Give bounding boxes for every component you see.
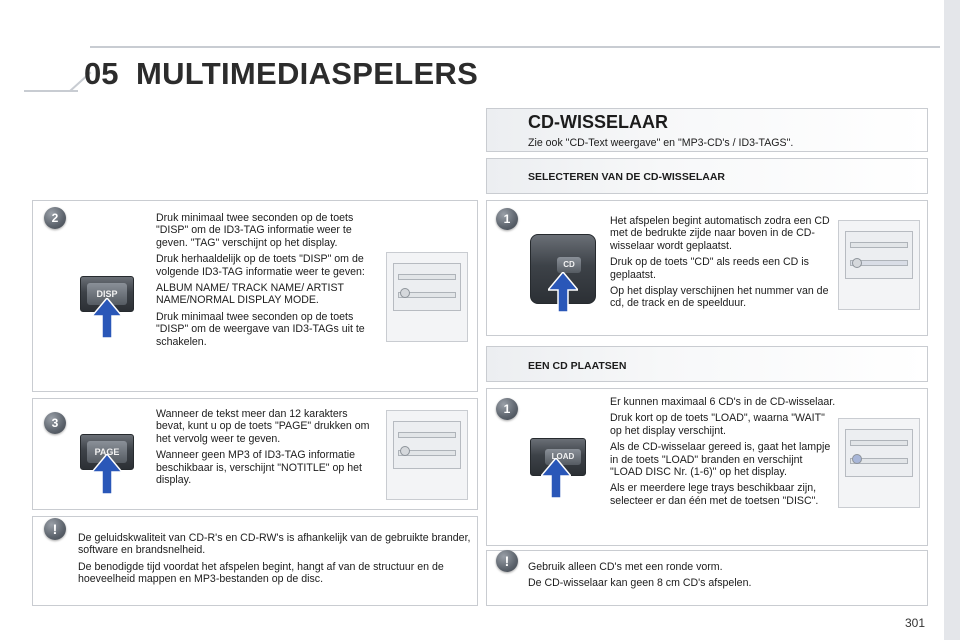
radio-button-row xyxy=(398,274,456,280)
disp-paragraph: Druk herhaaldelijk op de toets "DISP" om… xyxy=(156,253,365,278)
radio-button-row xyxy=(398,432,456,438)
left-note-paragraph: De geluidskwaliteit van CD-R's en CD-RW'… xyxy=(78,532,471,557)
page-text: Wanneer de tekst meer dan 12 karakters b… xyxy=(156,408,378,490)
disp-text: Druk minimaal twee seconden op de toets … xyxy=(156,212,374,352)
radio-thumbnail xyxy=(386,410,468,500)
page-edge-strip xyxy=(944,0,960,640)
cd-button-label: CD xyxy=(563,260,575,269)
disp-paragraph: Druk minimaal twee seconden op de toets … xyxy=(156,212,354,249)
cd-changer-title: CD-WISSELAAR xyxy=(528,112,668,132)
press-arrow-icon xyxy=(541,458,571,498)
right-note-box xyxy=(486,550,928,606)
radio-button-row xyxy=(850,242,908,248)
radio-knob xyxy=(852,258,862,268)
radio-knob xyxy=(400,288,410,298)
cd-changer-title-box xyxy=(486,108,928,152)
select-heading-box xyxy=(486,158,928,194)
page-paragraph: Wanneer geen MP3 of ID3-TAG informatie b… xyxy=(156,449,362,487)
chapter-number: 05 xyxy=(84,56,119,91)
left-note-text: De geluidskwaliteit van CD-R's en CD-RW'… xyxy=(78,532,474,590)
warning-icon: ! xyxy=(496,550,518,572)
radio-button-row xyxy=(398,292,456,298)
page-button-label: PAGE xyxy=(94,447,120,457)
page-button-face: PAGE xyxy=(87,441,127,463)
insert-paragraph: Druk kort op de toets "LOAD", waarna "WA… xyxy=(610,412,825,437)
insert-paragraph: Er kunnen maximaal 6 CD's in de CD-wisse… xyxy=(610,396,836,408)
step-badge: 3 xyxy=(44,412,66,434)
disp-button-face: DISP xyxy=(87,283,127,305)
load-button-image: LOAD xyxy=(530,438,586,476)
page-number: 301 xyxy=(905,616,926,630)
radio-knob xyxy=(852,454,862,464)
right-note-paragraph: Gebruik alleen CD's met een ronde vorm. xyxy=(528,561,723,573)
radio-panel xyxy=(393,263,461,311)
select-paragraph: Het afspelen begint automatisch zodra ee… xyxy=(610,215,830,252)
warning-icon: ! xyxy=(44,518,66,540)
right-note-text: Gebruik alleen CD's met een ronde vorm. … xyxy=(528,561,908,594)
radio-button-row xyxy=(398,450,456,456)
insert-text: Er kunnen maximaal 6 CD's in de CD-wisse… xyxy=(610,396,836,511)
left-note-paragraph: De benodigde tijd voordat het afspelen b… xyxy=(78,560,444,586)
select-text: Het afspelen begint automatisch zodra ee… xyxy=(610,215,836,314)
radio-button-row xyxy=(850,440,908,446)
cd-button-image: CD xyxy=(530,234,596,304)
page-title: MULTIMEDIASPELERS xyxy=(136,56,479,91)
insert-paragraph: Als er meerdere lege trays beschikbaar z… xyxy=(610,482,819,507)
radio-panel xyxy=(393,421,461,469)
step-badge: 1 xyxy=(496,398,518,420)
left-note-box xyxy=(32,516,478,606)
insert-heading: EEN CD PLAATSEN xyxy=(528,360,627,372)
radio-thumbnail xyxy=(386,252,468,342)
header-rule-left xyxy=(24,90,78,92)
disp-paragraph: ALBUM NAME/ TRACK NAME/ ARTIST NAME/NORM… xyxy=(156,282,344,307)
page-paragraph: Wanneer de tekst meer dan 12 karakters b… xyxy=(156,408,370,445)
disp-paragraph: Druk minimaal twee seconden op de toets … xyxy=(156,310,365,348)
select-heading: SELECTEREN VAN DE CD-WISSELAAR xyxy=(528,171,725,183)
radio-button-row xyxy=(850,458,908,464)
cd-changer-see-also: Zie ook "CD-Text weergave" en "MP3-CD's … xyxy=(528,137,794,149)
right-note-paragraph: De CD-wisselaar kan geen 8 cm CD's afspe… xyxy=(528,577,752,590)
insert-heading-box xyxy=(486,346,928,382)
insert-paragraph: Als de CD-wisselaar gereed is, gaat het … xyxy=(610,441,831,479)
step-badge: 1 xyxy=(496,208,518,230)
cd-button-face: CD xyxy=(557,257,581,273)
press-arrow-icon xyxy=(92,298,122,338)
page-button-image: PAGE xyxy=(80,434,134,470)
radio-knob xyxy=(400,446,410,456)
radio-thumbnail xyxy=(838,418,920,508)
disp-button-label: DISP xyxy=(96,289,118,299)
radio-panel xyxy=(845,429,913,477)
press-arrow-icon xyxy=(92,454,122,494)
radio-thumbnail xyxy=(838,220,920,310)
step-badge: 2 xyxy=(44,207,66,229)
press-arrow-icon xyxy=(548,272,578,312)
load-button-label: LOAD xyxy=(551,452,575,461)
radio-button-row xyxy=(850,260,908,266)
select-paragraph: Druk op de toets "CD" als reeds een CD i… xyxy=(610,256,809,281)
header-rule-top xyxy=(90,46,940,48)
select-paragraph: Op het display verschijnen het nummer va… xyxy=(610,285,829,310)
radio-panel xyxy=(845,231,913,279)
